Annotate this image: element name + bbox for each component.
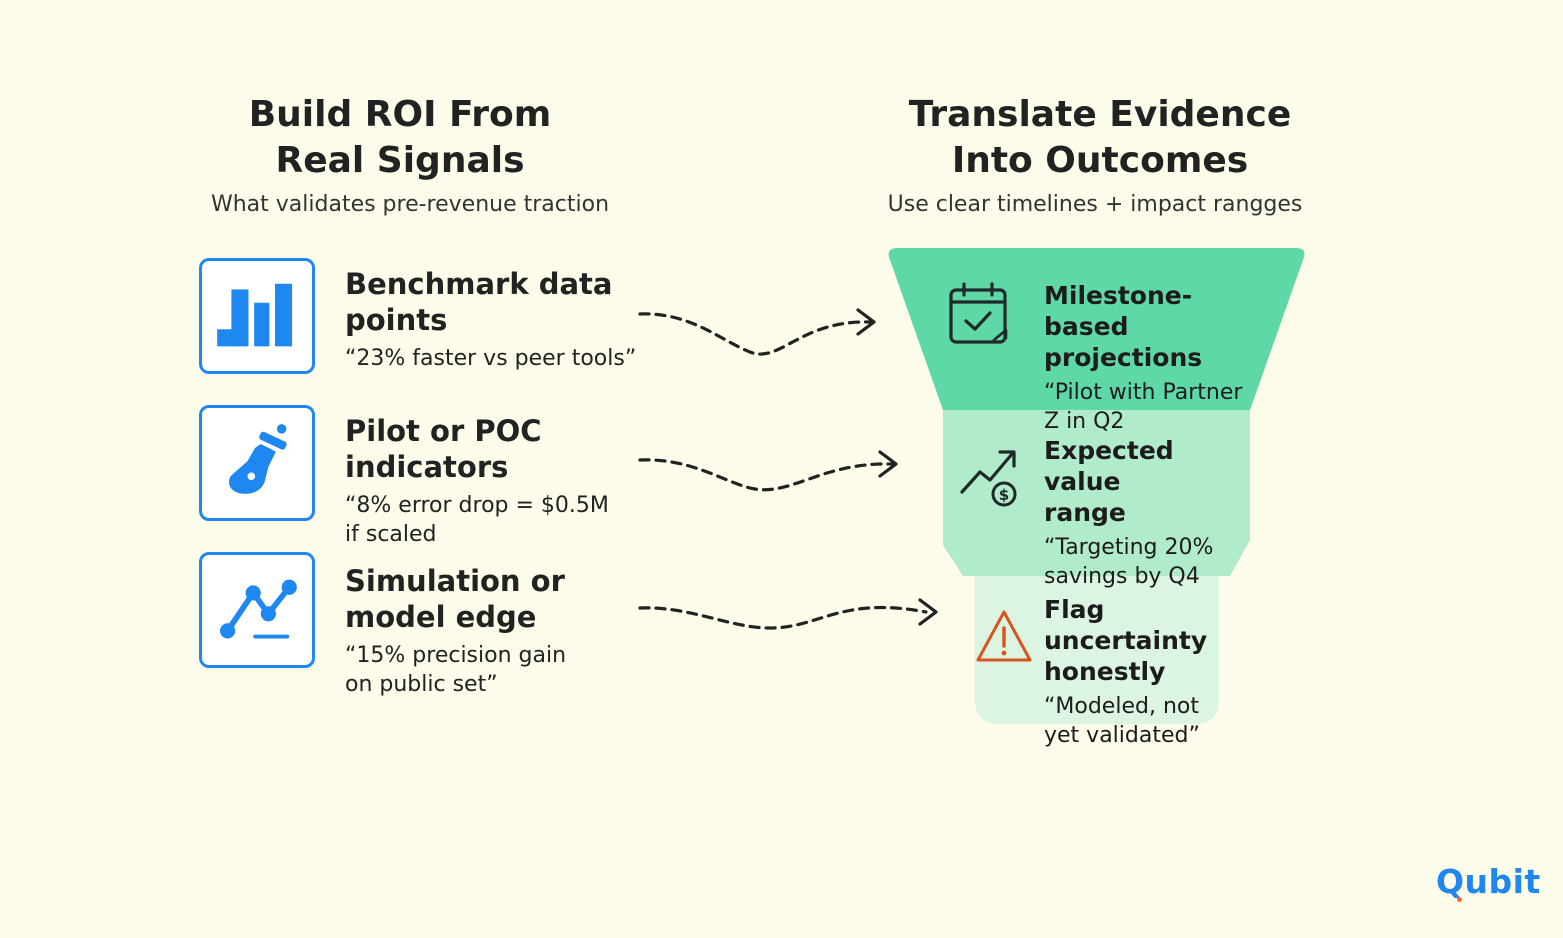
stage-uncertainty-title-line-1: Flag uncertainty xyxy=(1044,595,1208,655)
stage-expected-value: Expected value range “Targeting 20% savi… xyxy=(1044,435,1254,591)
pilot-icon-box xyxy=(199,405,315,521)
warning-triangle-icon xyxy=(976,610,1032,662)
stage-expected-value-quote-line-1: “Targeting 20% xyxy=(1044,535,1214,560)
stage-milestone-title-line-1: Milestone-based xyxy=(1044,281,1193,341)
signal-simulation-quote-line-1: “15% precision gain xyxy=(345,643,567,668)
stage-uncertainty-quote-line-2: yet validated” xyxy=(1044,723,1200,748)
signal-simulation-title-line-2: model edge xyxy=(345,600,537,634)
connector-arrow-1 xyxy=(638,308,876,356)
left-subheading: What validates pre-revenue traction xyxy=(210,192,610,217)
trend-dollar-icon: $ xyxy=(960,450,1017,507)
stage-uncertainty-title-line-2: honestly xyxy=(1044,657,1166,686)
stage-expected-value-quote: “Targeting 20% savings by Q4 xyxy=(1044,533,1254,591)
right-heading-line-1: Translate Evidence xyxy=(908,94,1292,135)
stage-uncertainty-quote: “Modeled, not yet validated” xyxy=(1044,692,1264,750)
signal-benchmark-title-line-1: Benchmark data xyxy=(345,267,613,301)
signal-pilot-title: Pilot or POC indicators xyxy=(345,413,645,485)
stage-expected-value-title-line-2: range xyxy=(1044,498,1126,527)
signal-benchmark-quote-line-1: “23% faster vs peer tools” xyxy=(345,346,637,371)
signal-pilot-title-line-1: Pilot or POC xyxy=(345,414,542,448)
connector-arrow-2 xyxy=(638,450,898,492)
right-heading: Translate Evidence Into Outcomes xyxy=(870,92,1330,184)
signal-simulation-quote: “15% precision gain on public set” xyxy=(345,641,645,699)
stage-uncertainty-quote-line-1: “Modeled, not xyxy=(1044,694,1199,719)
flask-icon xyxy=(228,424,287,494)
stage-milestone-title-line-2: projections xyxy=(1044,343,1203,372)
signal-pilot-title-line-2: indicators xyxy=(345,450,509,484)
stage-expected-value-title: Expected value range xyxy=(1044,435,1254,528)
qubit-logo: Qubit xyxy=(1436,862,1541,901)
stage-expected-value-title-line-1: Expected value xyxy=(1044,436,1174,496)
stage-milestone-quote: “Pilot with Partner Z in Q2 xyxy=(1044,378,1274,436)
benchmark-icon-box xyxy=(199,258,315,374)
left-heading: Build ROI From Real Signals xyxy=(190,92,610,184)
signal-pilot: Pilot or POC indicators “8% error drop =… xyxy=(345,413,645,549)
signal-pilot-quote-line-1: “8% error drop = $0.5M xyxy=(345,493,609,518)
stage-uncertainty-title: Flag uncertainty honestly xyxy=(1044,594,1264,687)
signal-benchmark-quote: “23% faster vs peer tools” xyxy=(345,344,645,373)
stage-uncertainty: Flag uncertainty honestly “Modeled, not … xyxy=(1044,594,1264,750)
simulation-icon-box xyxy=(199,552,315,668)
signal-benchmark: Benchmark data points “23% faster vs pee… xyxy=(345,266,645,373)
right-subheading: Use clear timelines + impact rangges xyxy=(887,192,1303,217)
stage-milestone-quote-line-2: Z in Q2 xyxy=(1044,409,1125,434)
svg-text:$: $ xyxy=(999,486,1009,504)
signal-benchmark-title-line-2: points xyxy=(345,303,448,337)
connector-arrow-3 xyxy=(638,598,938,630)
stage-milestone-quote-line-1: “Pilot with Partner xyxy=(1044,380,1243,405)
bar-chart-icon xyxy=(217,283,293,347)
logo-accent-dot xyxy=(1457,897,1462,902)
stage-expected-value-quote-line-2: savings by Q4 xyxy=(1044,564,1200,589)
signal-pilot-quote-line-2: if scaled xyxy=(345,522,437,547)
stage-milestone-title: Milestone-based projections xyxy=(1044,280,1274,373)
signal-pilot-quote: “8% error drop = $0.5M if scaled xyxy=(345,491,645,549)
stage-milestone: Milestone-based projections “Pilot with … xyxy=(1044,280,1274,436)
right-heading-line-2: Into Outcomes xyxy=(951,140,1249,181)
signal-simulation-quote-line-2: on public set” xyxy=(345,672,498,697)
line-graph-icon xyxy=(220,579,297,639)
left-heading-line-1: Build ROI From xyxy=(248,94,552,135)
signal-simulation-title: Simulation or model edge xyxy=(345,563,645,635)
signal-simulation-title-line-1: Simulation or xyxy=(345,564,565,598)
left-heading-line-2: Real Signals xyxy=(275,140,525,181)
signal-simulation: Simulation or model edge “15% precision … xyxy=(345,563,645,699)
calendar-check-icon xyxy=(949,282,1008,344)
signal-benchmark-title: Benchmark data points xyxy=(345,266,645,338)
